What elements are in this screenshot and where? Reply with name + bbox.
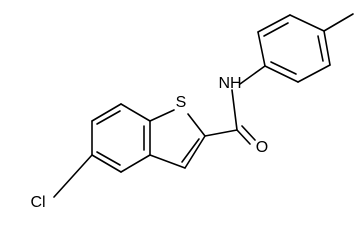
bond — [120, 154, 151, 173]
bond-to-nitrogen — [231, 89, 238, 131]
carbonyl-double-bond — [236, 129, 251, 145]
double-bond-inner — [263, 22, 289, 37]
bond-nitrogen-to-ring — [239, 65, 266, 85]
tolyl-ring — [239, 13, 354, 85]
bond — [184, 135, 206, 169]
double-bond-inner — [96, 151, 121, 166]
bond — [264, 65, 299, 83]
bond-to-chlorine — [53, 154, 93, 198]
double-bond-inner — [181, 138, 200, 163]
thiophene-ring — [149, 109, 206, 169]
benzene-ring — [91, 103, 151, 173]
bond — [323, 30, 331, 66]
bond — [91, 154, 122, 173]
atom-label-amide-nitrogen: NH — [218, 75, 241, 92]
bond-to-methyl — [323, 13, 354, 32]
carbonyl-double-bond — [241, 125, 256, 141]
bond — [297, 64, 331, 83]
bond — [204, 129, 238, 137]
bond — [91, 103, 122, 122]
bond — [149, 154, 186, 169]
double-bond-inner — [96, 110, 121, 125]
bond — [289, 14, 325, 32]
bond — [187, 113, 206, 137]
bond — [257, 14, 291, 33]
carboxamide-group — [204, 89, 256, 145]
atom-label-chlorine: Cl — [30, 194, 45, 211]
bond — [149, 109, 175, 122]
atom-label-sulfur: S — [176, 94, 187, 111]
double-bond-inner — [270, 61, 297, 75]
bond — [257, 31, 266, 67]
bond — [120, 103, 151, 122]
atom-label-oxygen: O — [256, 139, 268, 156]
chemical-structure: S Cl O NH — [30, 13, 354, 211]
double-bond-inner — [317, 35, 324, 62]
